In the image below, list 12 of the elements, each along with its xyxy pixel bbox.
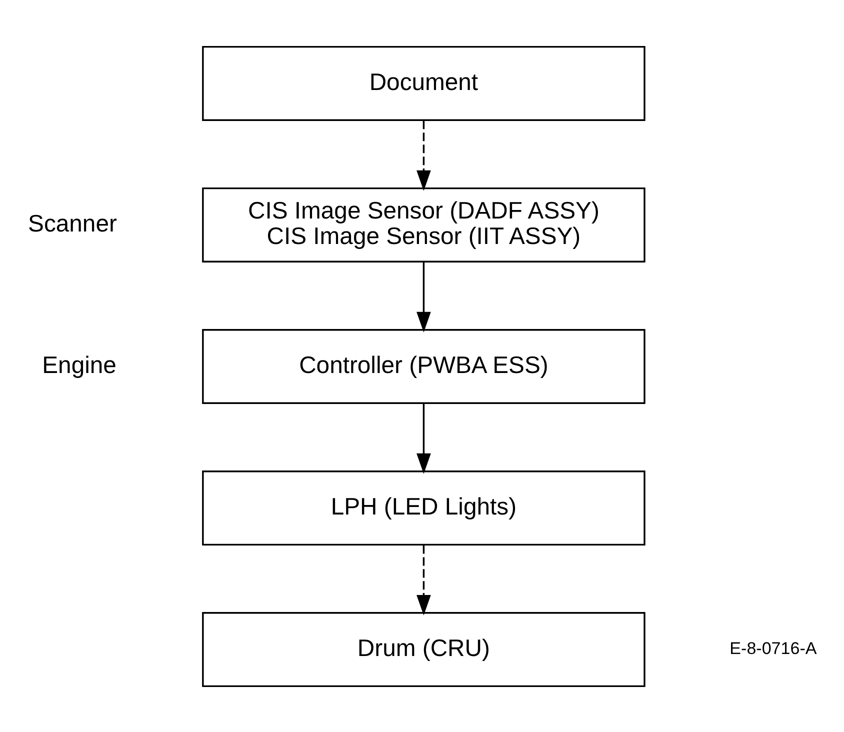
arrow [416, 544, 431, 615]
arrow [416, 262, 431, 332]
arrow [416, 120, 431, 190]
label: E-8-0716-A [730, 638, 817, 658]
label: Scanner [28, 210, 117, 237]
node-box: CIS Image Sensor (DADF ASSY) CIS Image Sensor (IIT ASSY) [202, 186, 646, 262]
node-box: Controller (PWBA ESS) [202, 328, 646, 404]
node-box: Drum (CRU) [202, 612, 646, 687]
label: Engine [42, 351, 116, 378]
node-box: LPH (LED Lights) [202, 470, 646, 546]
node-box: Document [202, 45, 646, 120]
arrow [416, 403, 431, 474]
